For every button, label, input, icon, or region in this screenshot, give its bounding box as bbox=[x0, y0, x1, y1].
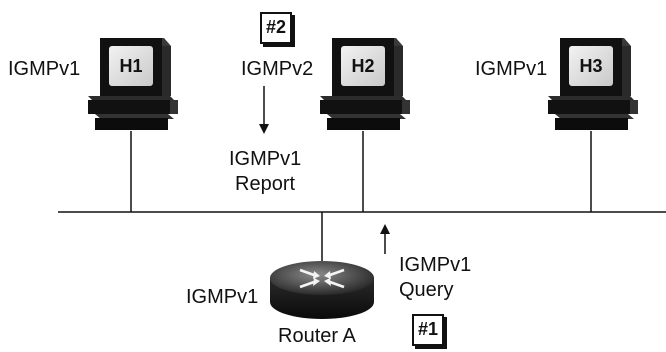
host-h3-name: H3 bbox=[579, 56, 603, 76]
report-arrow-icon bbox=[259, 86, 269, 134]
host-h1-version: IGMPv1 bbox=[8, 58, 81, 80]
report-message-line2: Report bbox=[235, 173, 296, 195]
host-h1-icon bbox=[88, 38, 178, 130]
host-h2-version: IGMPv2 bbox=[241, 58, 314, 80]
host-h1-name: H1 bbox=[119, 56, 143, 76]
router-a-icon bbox=[270, 261, 374, 319]
router-version: IGMPv1 bbox=[186, 286, 259, 308]
host-h3-icon bbox=[548, 38, 638, 130]
query-message-line2: Query bbox=[399, 279, 454, 301]
host-h2-name: H2 bbox=[351, 56, 375, 76]
step-report-marker: #2 bbox=[260, 12, 292, 44]
query-message-line1: IGMPv1 bbox=[399, 254, 472, 276]
query-arrow-icon bbox=[380, 224, 390, 254]
step-query-marker: #1 bbox=[412, 314, 444, 346]
report-message-line1: IGMPv1 bbox=[229, 148, 302, 170]
host-h3-version: IGMPv1 bbox=[475, 58, 548, 80]
host-h2-icon bbox=[320, 38, 410, 130]
router-name: Router A bbox=[278, 325, 356, 347]
